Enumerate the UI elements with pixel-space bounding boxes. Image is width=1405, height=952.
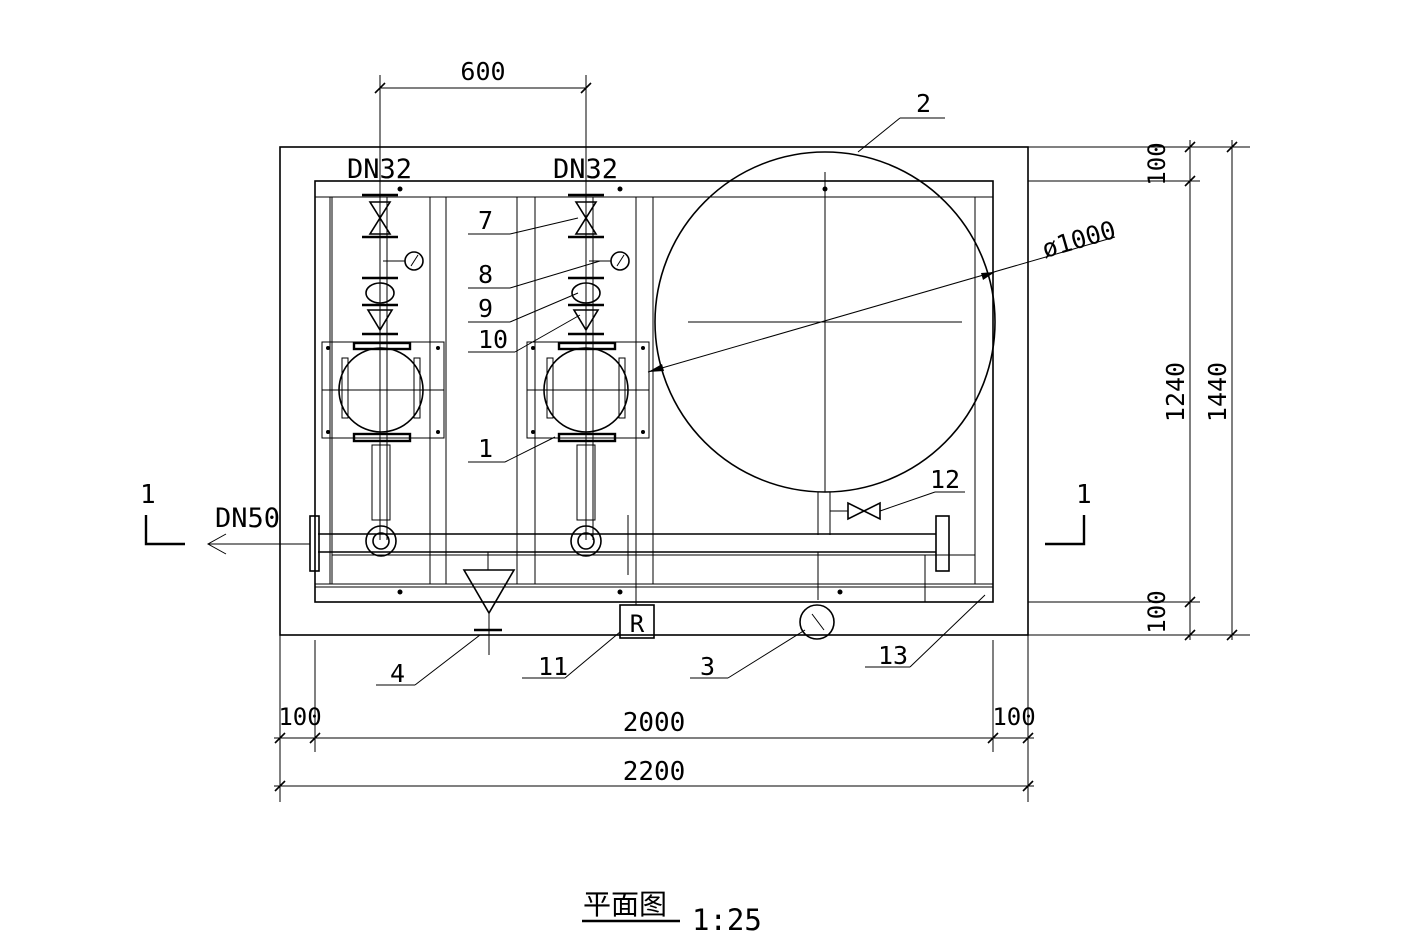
section-left-number: 1 bbox=[140, 480, 156, 510]
inlet-right-label: DN32 bbox=[553, 154, 618, 185]
dim-margin-top: 100 bbox=[1143, 142, 1171, 185]
dim-width-inner: 2000 bbox=[623, 708, 686, 738]
callout-11: 11 bbox=[538, 652, 568, 681]
section-mark-left: 1 bbox=[140, 480, 185, 546]
steel-frame-outer bbox=[314, 180, 994, 603]
inlet-left-label: DN32 bbox=[347, 154, 412, 185]
drawing-title: 平面图 1:25 bbox=[582, 888, 762, 937]
valve-12 bbox=[847, 491, 936, 521]
outlet-label: DN50 bbox=[215, 503, 280, 534]
callout-7: 7 bbox=[478, 206, 493, 235]
dim-width-outer: 2200 bbox=[623, 757, 686, 787]
callout-leaders bbox=[376, 117, 986, 686]
remote-box-label: R bbox=[630, 610, 645, 638]
dim-margin-left: 100 bbox=[278, 703, 321, 731]
pipe-labels: DN32 DN32 DN50 ø1000 bbox=[215, 154, 1119, 534]
drain-funnel-4 bbox=[462, 552, 516, 655]
dim-top: 600 bbox=[374, 57, 592, 94]
callout-9: 9 bbox=[478, 294, 493, 323]
outer-base bbox=[279, 146, 1029, 636]
pressure-tank bbox=[647, 151, 1116, 535]
callout-labels: 2 7 8 9 10 1 12 4 11 3 13 bbox=[390, 89, 960, 688]
callout-13: 13 bbox=[878, 641, 908, 670]
callout-3: 3 bbox=[700, 652, 715, 681]
diameter-leader bbox=[647, 236, 1116, 373]
drawing-title-text: 平面图 bbox=[583, 888, 667, 921]
callout-10: 10 bbox=[478, 325, 508, 354]
pump-unit-left bbox=[321, 75, 445, 557]
section-right-number: 1 bbox=[1076, 480, 1092, 510]
dim-right: 100 1240 1440 100 bbox=[1028, 140, 1250, 641]
section-mark-right: 1 bbox=[1045, 480, 1092, 546]
dim-margin-right: 100 bbox=[992, 703, 1035, 731]
remote-box-11: R bbox=[619, 604, 655, 639]
callout-12: 12 bbox=[930, 465, 960, 494]
pump-unit-right bbox=[526, 75, 650, 557]
dim-top-spacing: 600 bbox=[460, 57, 505, 86]
callout-4: 4 bbox=[390, 659, 405, 688]
dim-height-inner: 1240 bbox=[1161, 362, 1190, 422]
base-frame bbox=[279, 146, 1029, 636]
outlet-header bbox=[206, 515, 950, 605]
dim-margin-bottom: 100 bbox=[1143, 590, 1171, 633]
dim-bottom: 100 2000 100 2200 bbox=[274, 635, 1036, 802]
callout-8: 8 bbox=[478, 260, 493, 289]
drawing-scale: 1:25 bbox=[692, 903, 762, 937]
steel-frame-inner bbox=[314, 196, 994, 588]
dim-height-outer: 1440 bbox=[1203, 362, 1232, 422]
pressure-gauge-3 bbox=[799, 604, 835, 640]
tank-diameter-label: ø1000 bbox=[1039, 215, 1119, 264]
callout-1: 1 bbox=[478, 434, 493, 463]
callout-2: 2 bbox=[916, 89, 931, 118]
